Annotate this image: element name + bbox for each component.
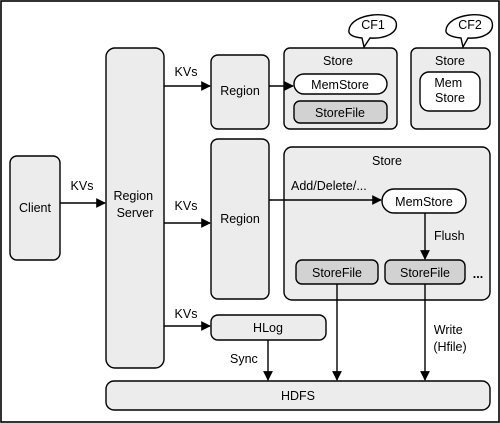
client-box bbox=[9, 155, 61, 261]
region-top-label: Region bbox=[220, 84, 260, 98]
edge-label-write-line1: Write bbox=[434, 323, 463, 337]
storefile-top-box bbox=[293, 100, 388, 124]
edge-label-write-line2: (Hfile) bbox=[433, 340, 466, 354]
hdfs-label: HDFS bbox=[281, 389, 315, 403]
storefile-b-label: StoreFile bbox=[400, 266, 450, 280]
storefile-top-label: StoreFile bbox=[315, 106, 365, 120]
cf1-bubble bbox=[348, 14, 398, 49]
memstore-top-label: MemStore bbox=[311, 78, 369, 92]
mem-store-cf2-label: Mem Store bbox=[434, 76, 465, 105]
memstore-top-box bbox=[293, 73, 388, 95]
edge-label-flush: Flush bbox=[434, 229, 465, 243]
mem-store-cf2-line1: Mem bbox=[434, 76, 462, 90]
hlog-label: HLog bbox=[253, 321, 283, 335]
client-label: Client bbox=[19, 201, 51, 215]
hdfs-box bbox=[105, 380, 491, 411]
edge-label-client-kvs: KVs bbox=[71, 179, 94, 193]
storefile-a-label: StoreFile bbox=[312, 266, 362, 280]
store-cf2-label: Store bbox=[435, 54, 465, 68]
memstore-main-label: MemStore bbox=[395, 195, 453, 209]
storefile-ellipsis: ... bbox=[473, 267, 483, 281]
region-top-box bbox=[210, 54, 270, 130]
edge-label-hlog-kvs: KVs bbox=[175, 307, 198, 321]
cf2-label: CF2 bbox=[458, 18, 482, 32]
edge-label-write: Write (Hfile) bbox=[433, 323, 466, 354]
store-main-label: Store bbox=[372, 154, 402, 168]
mem-store-cf2-line2: Store bbox=[435, 91, 465, 105]
region-server-label: Region Server bbox=[113, 189, 156, 220]
region-server-label-line1: Region bbox=[113, 189, 153, 203]
region-mid-box bbox=[210, 138, 270, 300]
edge-label-sync: Sync bbox=[230, 352, 258, 366]
mem-store-cf2-box bbox=[419, 71, 481, 112]
store-top-label: Store bbox=[323, 54, 353, 68]
memstore-main-box bbox=[381, 188, 467, 214]
edge-label-region-mid-kvs: KVs bbox=[175, 199, 198, 213]
region-mid-label: Region bbox=[220, 212, 260, 226]
edge-label-region-top-kvs: KVs bbox=[175, 65, 198, 79]
region-server-box bbox=[105, 47, 165, 369]
cf1-label: CF1 bbox=[361, 18, 385, 32]
edge-label-add-delete: Add/Delete/... bbox=[291, 179, 367, 193]
cf2-bubble bbox=[445, 14, 494, 49]
region-server-label-line2: Server bbox=[117, 206, 154, 220]
